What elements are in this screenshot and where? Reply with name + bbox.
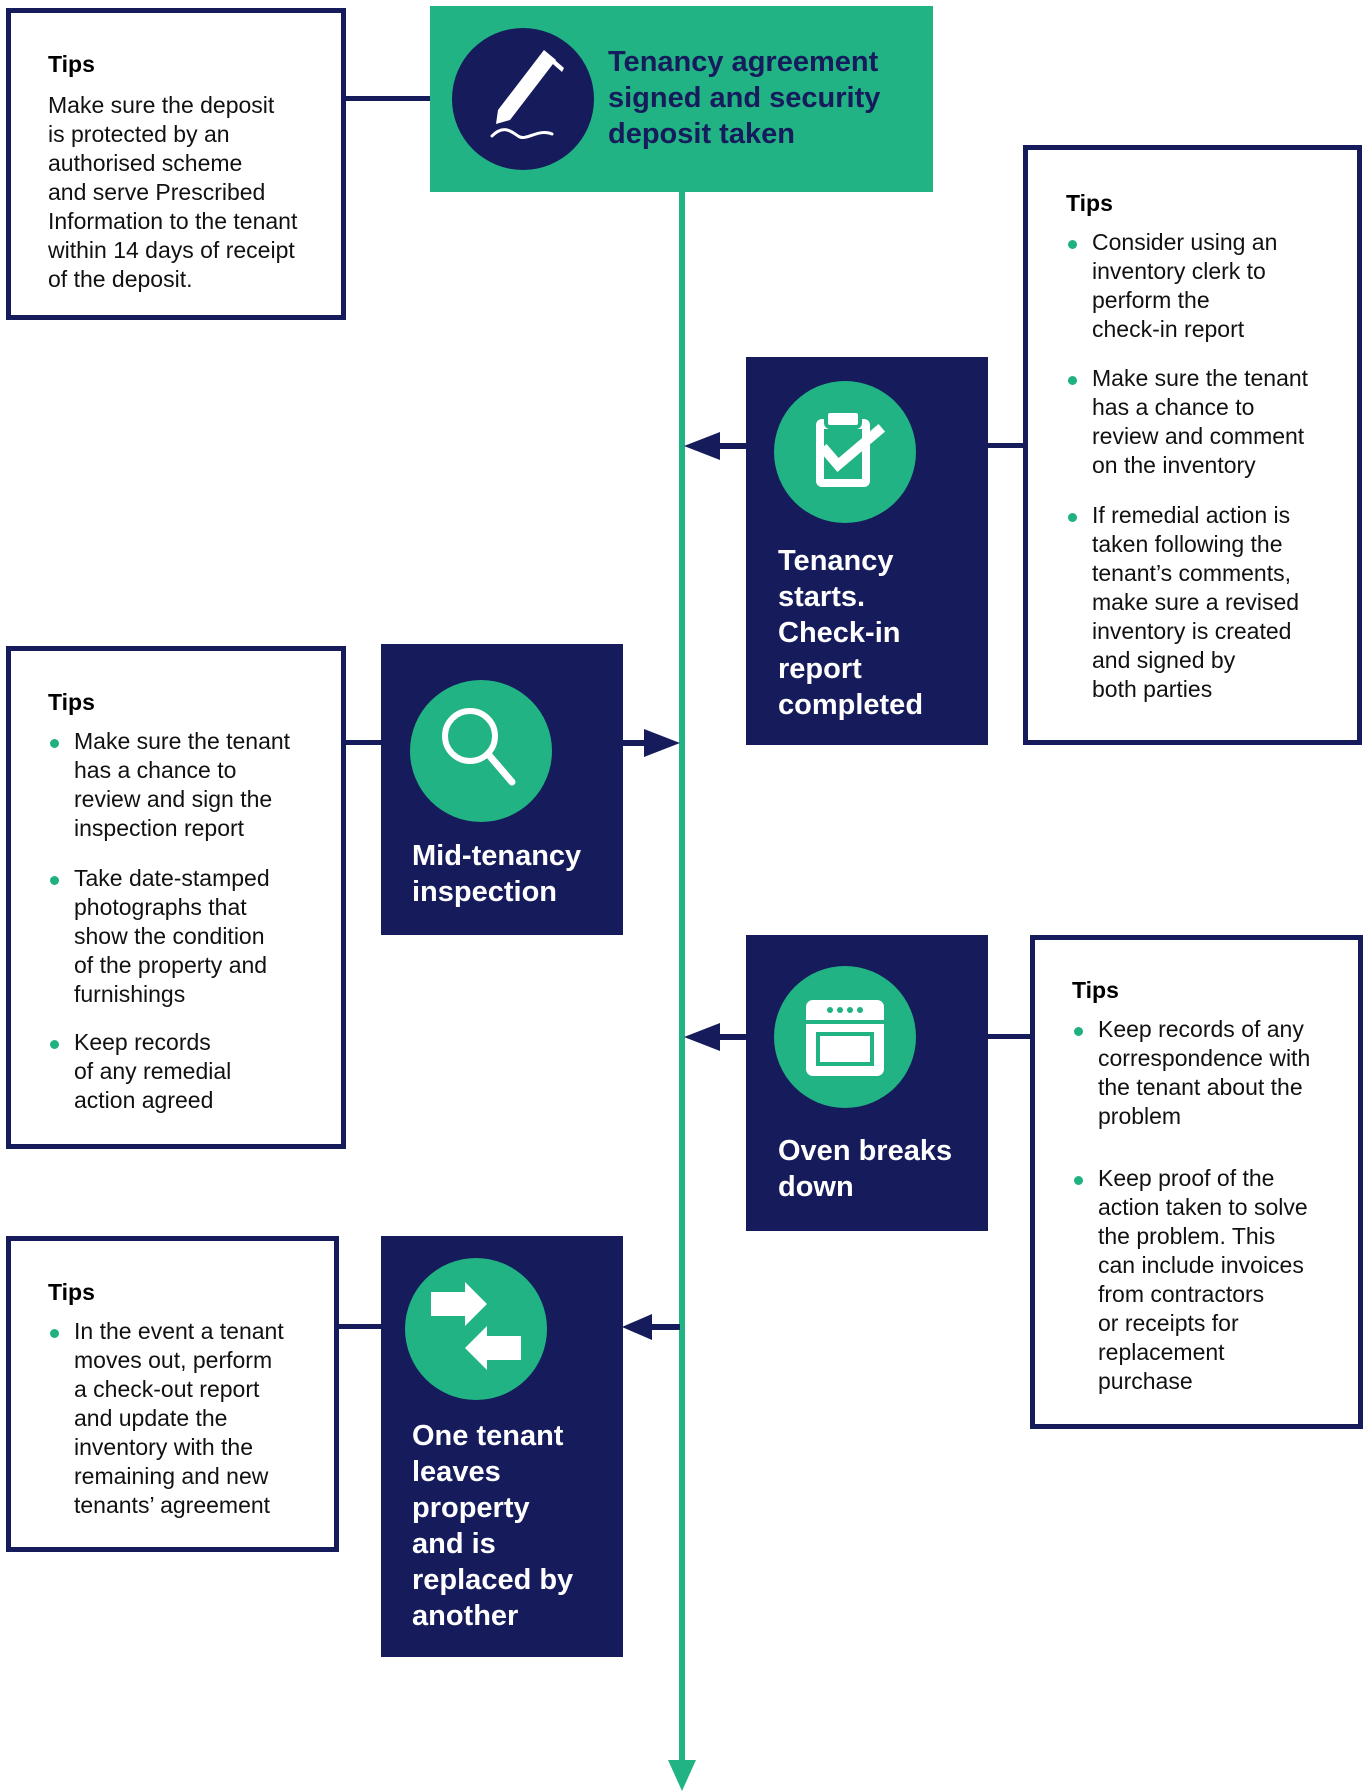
- step-2-label: Tenancy starts. Check-in report complete…: [778, 545, 924, 721]
- step-5-box: One tenant leaves property and is replac…: [381, 1236, 623, 1657]
- tips-box-2: Tips Consider using an inventory clerk t…: [1023, 145, 1362, 745]
- tips-box-3: Tips Make sure the tenant has a chance t…: [6, 646, 346, 1149]
- connector-step4: [718, 1034, 746, 1040]
- swap-arrows-icon: [431, 1282, 521, 1370]
- connector-tips1: [345, 96, 431, 101]
- tips-2-bullet-3: If remedial action is taken following th…: [1092, 502, 1300, 702]
- connector-tips5: [339, 1324, 381, 1329]
- tips-5-bullet-1-dot: [50, 1329, 59, 1338]
- tips-3-bullet-2-dot: [50, 876, 59, 885]
- tips-4-bullet-1: Keep records of any correspondence with …: [1098, 1016, 1311, 1129]
- tips-3-bullet-2: Take date-stamped photographs that show …: [74, 865, 270, 1007]
- tips-3-bullet-1-dot: [50, 739, 59, 748]
- step-5-icon-circle: [405, 1258, 547, 1400]
- connector-tips4: [986, 1034, 1031, 1039]
- tips-5-bullet-1: In the event a tenant moves out, perform…: [74, 1318, 284, 1518]
- connector-step3: [622, 740, 647, 746]
- step-3-box: Mid-tenancy inspection: [381, 644, 623, 935]
- step-1-icon-circle: [452, 28, 594, 170]
- timeline-line: [679, 190, 685, 1760]
- tips-1-text: Make sure the deposit is protected by an…: [48, 92, 298, 292]
- tips-2-bullet-3-dot: [1068, 513, 1077, 522]
- step-4-label: Oven breaks down: [778, 1135, 953, 1203]
- step-3-icon-circle: [410, 680, 552, 822]
- arrow-step3: [644, 729, 680, 757]
- tips-3-bullet-3-dot: [50, 1040, 59, 1049]
- tips-5-title: Tips: [48, 1279, 95, 1305]
- tips-1-title: Tips: [48, 51, 95, 77]
- timeline-end-arrow: [668, 1760, 696, 1791]
- tips-4-bullet-2-dot: [1074, 1176, 1083, 1185]
- tips-4-title: Tips: [1072, 977, 1119, 1003]
- connector-tips2: [986, 443, 1024, 448]
- arrow-step4: [684, 1023, 720, 1051]
- tips-3-bullet-3: Keep records of any remedial action agre…: [74, 1029, 232, 1113]
- tips-2-title: Tips: [1066, 190, 1113, 216]
- tips-2-bullet-1-dot: [1068, 240, 1077, 249]
- clipboard-check-icon: [816, 409, 886, 487]
- tips-2-bullet-2: Make sure the tenant has a chance to rev…: [1092, 365, 1309, 478]
- step-1-label: Tenancy agreement signed and security de…: [608, 46, 881, 150]
- step-5-label: One tenant leaves property and is replac…: [412, 1420, 574, 1632]
- step-2-box: Tenancy starts. Check-in report complete…: [746, 357, 988, 745]
- connector-step5: [650, 1324, 680, 1330]
- oven-icon: [806, 1000, 884, 1076]
- step-1-box: Tenancy agreement signed and security de…: [430, 6, 933, 192]
- step-2-icon-circle: [774, 381, 916, 523]
- tips-4-bullet-2: Keep proof of the action taken to solve …: [1098, 1165, 1308, 1394]
- tips-box-1: Tips Make sure the deposit is protected …: [6, 8, 346, 320]
- tips-3-bullet-1: Make sure the tenant has a chance to rev…: [74, 728, 291, 841]
- arrow-step2: [684, 432, 720, 460]
- connector-tips3: [344, 740, 381, 745]
- tips-2-bullet-2-dot: [1068, 376, 1077, 385]
- magnifier-icon: [442, 708, 516, 786]
- step-4-box: Oven breaks down: [746, 935, 988, 1231]
- tips-4-bullet-1-dot: [1074, 1027, 1083, 1036]
- tips-box-4: Tips Keep records of any correspondence …: [1030, 935, 1363, 1429]
- tips-box-5: Tips In the event a tenant moves out, pe…: [6, 1236, 339, 1552]
- step-4-icon-circle: [774, 966, 916, 1108]
- pen-signature-icon: [490, 50, 564, 139]
- tips-2-bullet-1: Consider using an inventory clerk to per…: [1092, 229, 1278, 342]
- arrow-step5: [622, 1314, 652, 1340]
- tips-3-title: Tips: [48, 689, 95, 715]
- connector-step2: [718, 443, 746, 449]
- step-3-label: Mid-tenancy inspection: [412, 840, 582, 908]
